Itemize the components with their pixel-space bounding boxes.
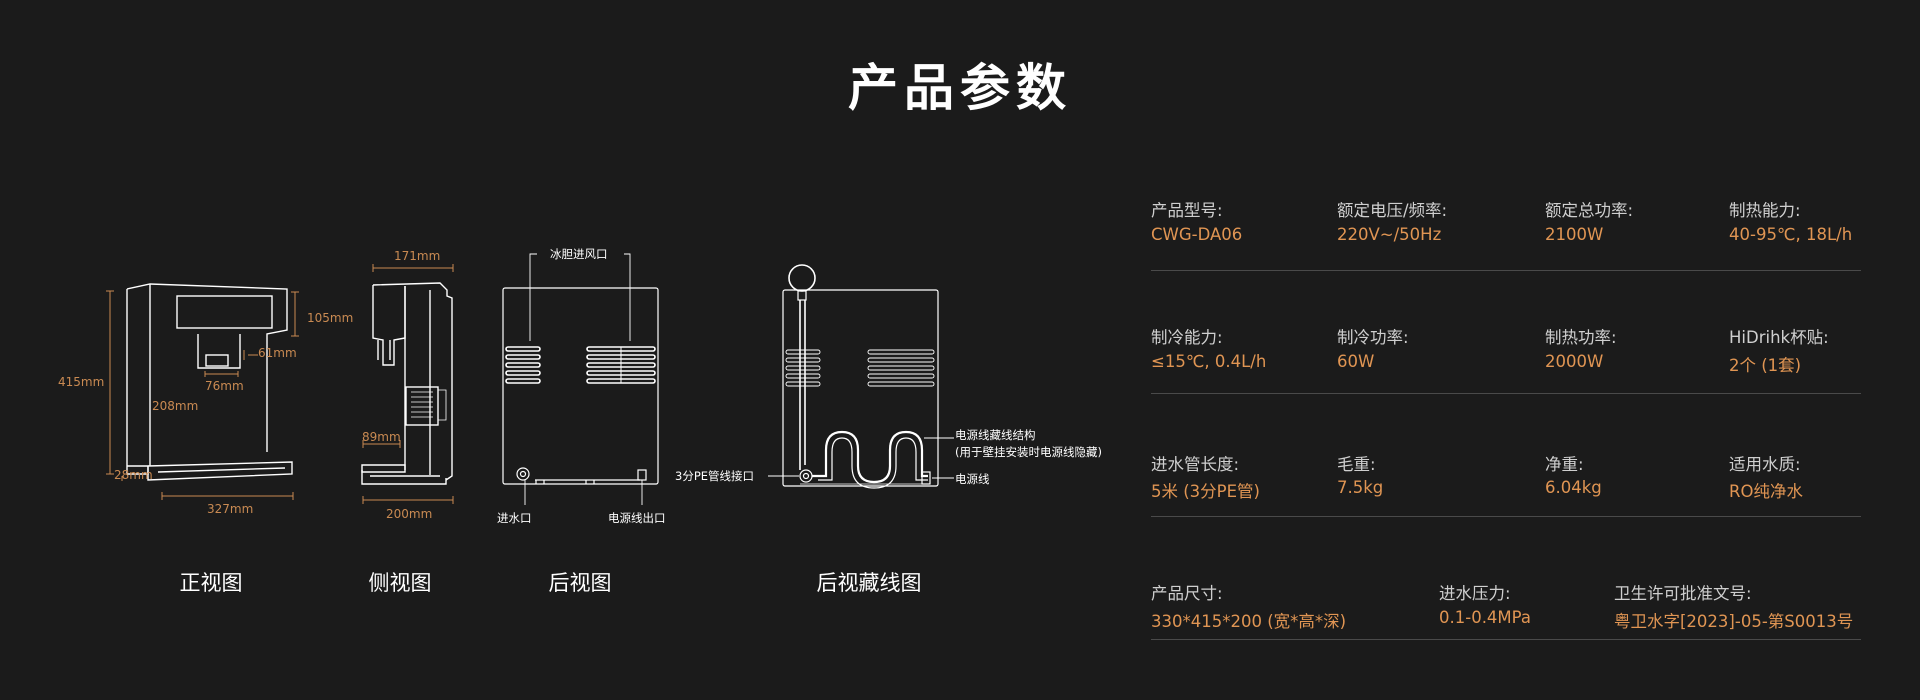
spec-value-pipe-length: 5米 (3分PE管) bbox=[1151, 482, 1260, 501]
callout-pe: 3分PE管线接口 bbox=[675, 469, 754, 483]
spec-label-cup-sticker: HiDrihk杯贴: bbox=[1729, 328, 1829, 347]
callout-structure: 电源线藏线结构 bbox=[955, 428, 1036, 442]
spec-label-heating: 制热能力: bbox=[1729, 201, 1801, 220]
dim-spout: 61mm bbox=[258, 346, 297, 360]
spec-value-cooling-power: 60W bbox=[1337, 352, 1375, 371]
back-view-drawing bbox=[502, 287, 659, 485]
spec-value-pressure: 0.1-0.4MPa bbox=[1439, 608, 1531, 627]
spec-label-total-power: 额定总功率: bbox=[1545, 201, 1634, 220]
spec-label-gross-weight: 毛重: bbox=[1337, 455, 1376, 474]
spec-divider bbox=[1151, 639, 1861, 640]
side-view-dimensions bbox=[362, 264, 454, 504]
callout-vent: 冰胆进风口 bbox=[550, 247, 608, 261]
spec-value-license: 粤卫水字[2023]-05-第S0013号 bbox=[1614, 612, 1854, 631]
spec-label-model: 产品型号: bbox=[1151, 201, 1223, 220]
spec-label-dimensions: 产品尺寸: bbox=[1151, 584, 1223, 603]
dim-side-top: 171mm bbox=[394, 249, 440, 263]
spec-label-net-weight: 净重: bbox=[1545, 455, 1584, 474]
spec-label-license: 卫生许可批准文号: bbox=[1614, 584, 1752, 603]
spec-value-total-power: 2100W bbox=[1545, 225, 1604, 244]
spec-value-cup-sticker: 2个 (1套) bbox=[1729, 356, 1802, 375]
side-view-label: 侧视图 bbox=[368, 571, 432, 595]
callout-cable: 电源线 bbox=[955, 472, 990, 486]
back-view-label: 后视图 bbox=[548, 571, 612, 595]
dim-side-tray: 89mm bbox=[362, 430, 401, 444]
spec-value-gross-weight: 7.5kg bbox=[1337, 478, 1384, 497]
dim-spout-width: 76mm bbox=[205, 379, 244, 393]
spec-label-pipe-length: 进水管长度: bbox=[1151, 455, 1240, 474]
back-view-leaders bbox=[524, 253, 643, 505]
spec-value-net-weight: 6.04kg bbox=[1545, 478, 1602, 497]
dim-top: 105mm bbox=[307, 311, 353, 325]
hidden-view-leaders bbox=[768, 437, 954, 479]
dim-width: 327mm bbox=[207, 502, 253, 516]
spec-divider bbox=[1151, 393, 1861, 394]
spec-value-heating: 40-95℃, 18L/h bbox=[1729, 225, 1853, 244]
front-view-label: 正视图 bbox=[179, 571, 243, 595]
spec-value-water-type: RO纯净水 bbox=[1729, 482, 1803, 501]
callout-inlet: 进水口 bbox=[497, 511, 532, 525]
spec-value-dimensions: 330*415*200 (宽*高*深) bbox=[1151, 612, 1347, 631]
spec-label-pressure: 进水压力: bbox=[1439, 584, 1511, 603]
side-view-drawing bbox=[361, 282, 453, 485]
dim-inner: 208mm bbox=[152, 399, 198, 413]
hidden-view-label: 后视藏线图 bbox=[816, 571, 922, 595]
spec-value-heating-power: 2000W bbox=[1545, 352, 1604, 371]
callout-cable-out: 电源线出口 bbox=[608, 511, 666, 525]
spec-label-cooling-power: 制冷功率: bbox=[1337, 328, 1409, 347]
dim-side-depth: 200mm bbox=[386, 507, 432, 521]
spec-label-voltage: 额定电压/频率: bbox=[1337, 201, 1448, 220]
hidden-view-drawing bbox=[782, 264, 939, 489]
front-view-drawing bbox=[126, 283, 293, 481]
spec-label-water-type: 适用水质: bbox=[1729, 455, 1801, 474]
spec-label-cooling: 制冷能力: bbox=[1151, 328, 1223, 347]
dim-base: 28mm bbox=[114, 468, 153, 482]
spec-divider bbox=[1151, 516, 1861, 517]
spec-divider bbox=[1151, 270, 1861, 271]
callout-structure-note: (用于壁挂安装时电源线隐藏) bbox=[955, 445, 1102, 459]
page-title: 产品参数 bbox=[848, 59, 1072, 117]
spec-value-cooling: ≤15℃, 0.4L/h bbox=[1151, 352, 1267, 371]
front-view-dimensions bbox=[106, 290, 299, 500]
spec-value-voltage: 220V~/50Hz bbox=[1337, 225, 1442, 244]
dim-height: 415mm bbox=[58, 375, 104, 389]
spec-label-heating-power: 制热功率: bbox=[1545, 328, 1617, 347]
spec-value-model: CWG-DA06 bbox=[1151, 225, 1243, 244]
